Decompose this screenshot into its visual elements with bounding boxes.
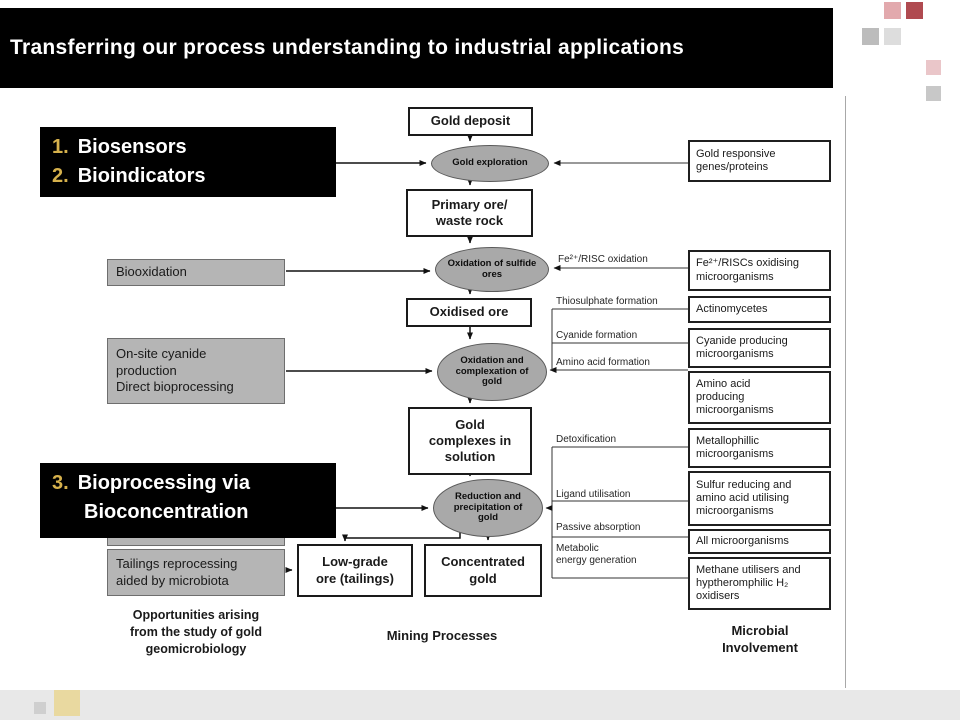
item-label: Bioindicators [77, 165, 206, 187]
item-number: 1. [52, 136, 69, 158]
decor-square-lightgray [884, 28, 901, 45]
caption-mining-processes: Mining Processes [386, 628, 498, 643]
microbe-box-sulfur-reducing: Sulfur reducing and amino acid utilising… [688, 471, 831, 526]
flow-box-oxidised-ore: Oxidised ore [406, 298, 532, 327]
applications-box-bioprocessing: 3. Bioprocessing via Bioconcentration [40, 463, 336, 538]
caption-microbial-involvement: Microbial Involvement [722, 623, 798, 655]
connector-label-metabolic-energy: Metabolic energy generation [556, 543, 637, 566]
microbe-box-gold-responsive-genes: Gold responsive genes/proteins [688, 140, 831, 182]
microbe-box-metallophillic: Metallophillic microorganisms [688, 428, 831, 468]
caption-opportunities: Opportunities arising from the study of … [130, 608, 262, 656]
right-margin-divider [845, 96, 846, 688]
connector-label-ligand-utilisation: Ligand utilisation [556, 489, 631, 500]
process-ellipse-oxidation-complexation: Oxidation and complexation of gold [437, 343, 547, 401]
process-ellipse-oxidation-sulfide: Oxidation of sulfide ores [435, 247, 549, 292]
microbe-box-feriscs-oxidising: Fe²⁺/RISCs oxidising microorganisms [688, 250, 831, 291]
flow-box-concentrated-gold: Concentrated gold [424, 544, 542, 597]
microbe-box-all-microorganisms: All microorganisms [688, 529, 831, 554]
connector-label-thiosulphate-formation: Thiosulphate formation [556, 296, 658, 307]
connector-label-amino-acid-formation: Amino acid formation [556, 357, 650, 368]
connector-label-detoxification: Detoxification [556, 434, 617, 445]
item-number: 2. [52, 165, 69, 187]
decor-square-gray-small [926, 86, 941, 101]
application-box-onsite-cyanide: On-site cyanide production Direct biopro… [107, 338, 285, 404]
decor-square-red [906, 2, 923, 19]
decor-square-pink-small [926, 60, 941, 75]
flow-box-gold-complexes: Gold complexes in solution [408, 407, 532, 475]
list-item-bioprocessing: 3. Bioprocessing via [52, 469, 336, 498]
item-number: 3. [52, 472, 69, 494]
application-box-tailings: Tailings reprocessing aided by microbiot… [107, 549, 285, 596]
slide-title: Transferring our process understanding t… [10, 36, 685, 59]
microbe-box-cyanide-producing: Cyanide producing microorganisms [688, 328, 831, 368]
process-ellipse-reduction-precipitation: Reduction and precipitation of gold [433, 479, 543, 537]
applications-box-biosensors-bioindicators: 1. Biosensors 2. Bioindicators [40, 127, 336, 197]
title-bar: Transferring our process understanding t… [0, 8, 833, 88]
connector-label-passive-absorption: Passive absorption [556, 522, 641, 533]
microbe-box-actinomycetes: Actinomycetes [688, 296, 831, 323]
flow-box-primary-ore: Primary ore/ waste rock [406, 189, 533, 237]
list-item-biosensors: 1. Biosensors [52, 133, 336, 162]
decor-square-footer-tan [54, 690, 80, 716]
application-box-biooxidation: Biooxidation [107, 259, 285, 286]
item-label: Biosensors [77, 136, 187, 158]
decor-square-gray [862, 28, 879, 45]
microbe-box-methane-utilisers: Methane utilisers and hyptheromphilic H₂… [688, 557, 831, 610]
list-item-bioconcentration: Bioconcentration [52, 498, 336, 527]
connector-label-cyanide-formation: Cyanide formation [556, 330, 638, 341]
flow-box-gold-deposit: Gold deposit [408, 107, 533, 136]
process-ellipse-gold-exploration: Gold exploration [431, 145, 549, 182]
microbe-box-amino-acid-producing: Amino acid producing microorganisms [688, 371, 831, 424]
decor-square-pink [884, 2, 901, 19]
flow-box-low-grade-ore: Low-grade ore (tailings) [297, 544, 413, 597]
connector-label-fe-risc-oxidation: Fe²⁺/RISC oxidation [558, 254, 648, 265]
item-label: Bioconcentration [84, 501, 249, 523]
item-label: Bioprocessing via [77, 472, 250, 494]
decor-square-footer-gray [34, 702, 46, 714]
footer-strip [0, 690, 960, 720]
list-item-bioindicators: 2. Bioindicators [52, 162, 336, 191]
arrow-reduction-to-lowgrade [342, 525, 461, 542]
